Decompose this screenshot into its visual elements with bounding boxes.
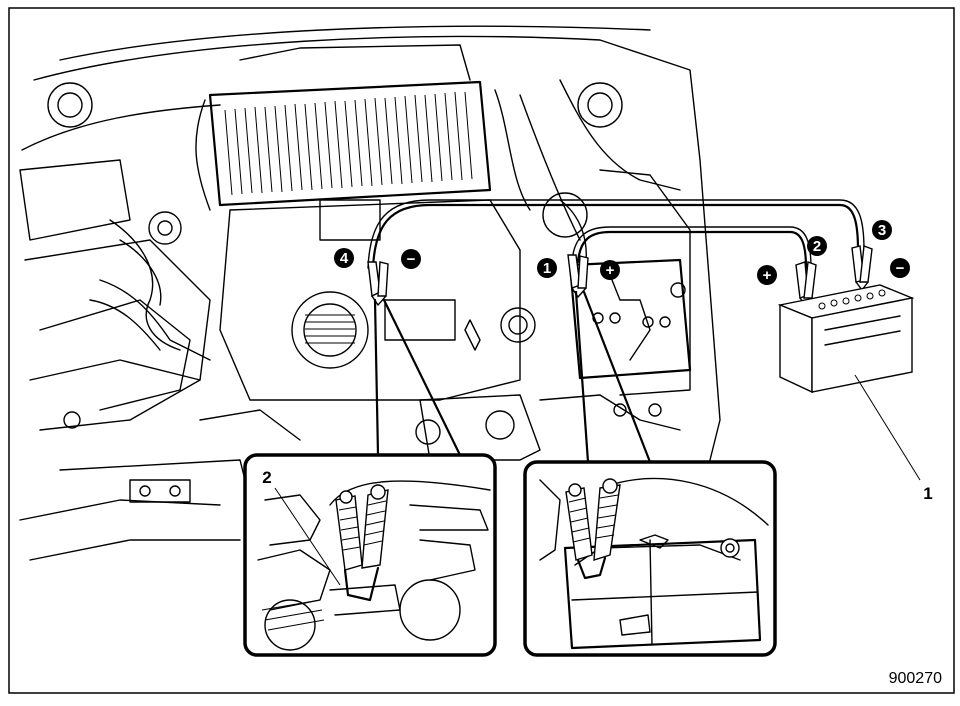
inset-positive-clamp (523, 460, 777, 657)
step-number-3: 3 (878, 222, 886, 239)
step-badge-3: 3 (872, 220, 892, 240)
clamp-4 (367, 261, 389, 306)
clamp-1 (567, 254, 589, 298)
callout-1-label: 1 (923, 484, 932, 503)
inset-ground-clamp (243, 453, 497, 657)
booster-battery (777, 284, 915, 394)
clamp-3 (851, 245, 873, 291)
svg-text:+: + (606, 262, 615, 279)
callout-2-label: 2 (262, 468, 271, 487)
plus-badge-booster: + (757, 265, 777, 285)
plus-badge-vehicle: + (600, 260, 620, 280)
svg-text:+: + (763, 267, 772, 284)
minus-badge-engine: − (401, 249, 421, 269)
step-badge-1: 1 (537, 258, 557, 278)
battery-leader-line (854, 374, 921, 481)
svg-text:−: − (896, 260, 905, 277)
step-number-2: 2 (813, 238, 821, 255)
minus-badge-booster: − (890, 258, 910, 278)
step-number-4: 4 (340, 250, 349, 267)
figure-number: 900270 (889, 670, 942, 687)
step-badge-2: 2 (807, 236, 827, 256)
engine-bay (19, 25, 721, 561)
svg-text:−: − (407, 251, 416, 268)
step-badge-4: 4 (334, 248, 354, 268)
zoom-lines (373, 290, 652, 464)
step-number-1: 1 (543, 260, 551, 277)
